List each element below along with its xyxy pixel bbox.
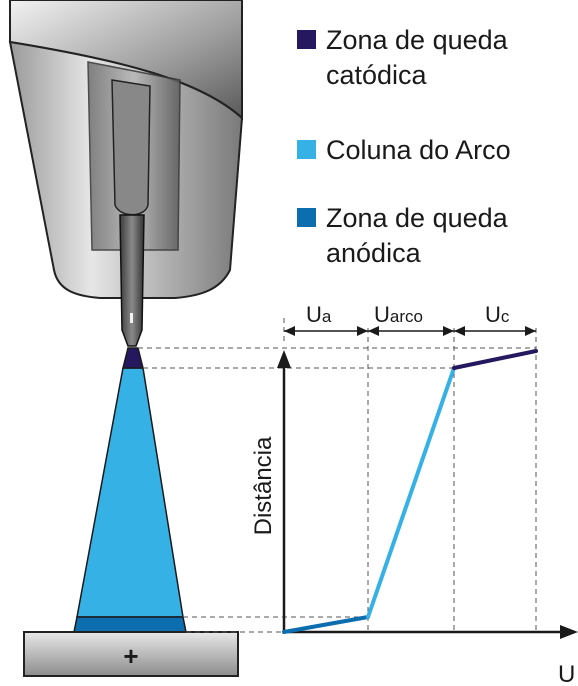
workpiece-plate [23,631,239,677]
curve-segment-cathode [452,349,538,370]
legend-swatch-anode-zone [297,208,316,227]
y-axis-label: Distância [250,436,277,535]
curve-segment-arc-column [366,366,456,619]
legend-label-anode-zone: Zona de queda [326,203,509,233]
dimension-label-uc: Uc [485,302,510,327]
voltage-curve [282,349,538,634]
curve-segment-anode [282,615,370,634]
welding-torch [8,0,244,347]
arc-plasma [73,347,187,633]
x-axis-arrowhead [560,625,578,639]
legend-label-cathode-zone: Zona de queda [326,25,509,55]
cathode-fall-zone [122,347,144,369]
legend-label-anode-zone-line2: anódica [326,238,422,268]
workpiece: + [23,631,239,677]
guide-lines [138,318,537,633]
x-axis-label: U [558,661,575,686]
y-axis-arrowhead [277,350,291,368]
electrode-mark [130,313,133,323]
legend-swatch-cathode-zone [297,30,316,49]
electrode-holder [111,79,151,216]
dimension-label-ua: Ua [306,302,332,327]
legend-swatch-arc-column [297,140,316,159]
legend: Zona de queda catódica Coluna do Arco Zo… [297,25,511,268]
workpiece-polarity-label: + [123,641,138,671]
tungsten-electrode [119,214,145,347]
dimension-label-uarco: Uarco [374,302,423,327]
legend-label-arc-column: Coluna do Arco [326,135,511,165]
axes [277,350,578,639]
arc-column [76,367,184,618]
voltage-dimensions [284,326,536,336]
legend-label-cathode-zone-line2: catódica [326,60,428,90]
anode-fall-zone [73,616,187,633]
